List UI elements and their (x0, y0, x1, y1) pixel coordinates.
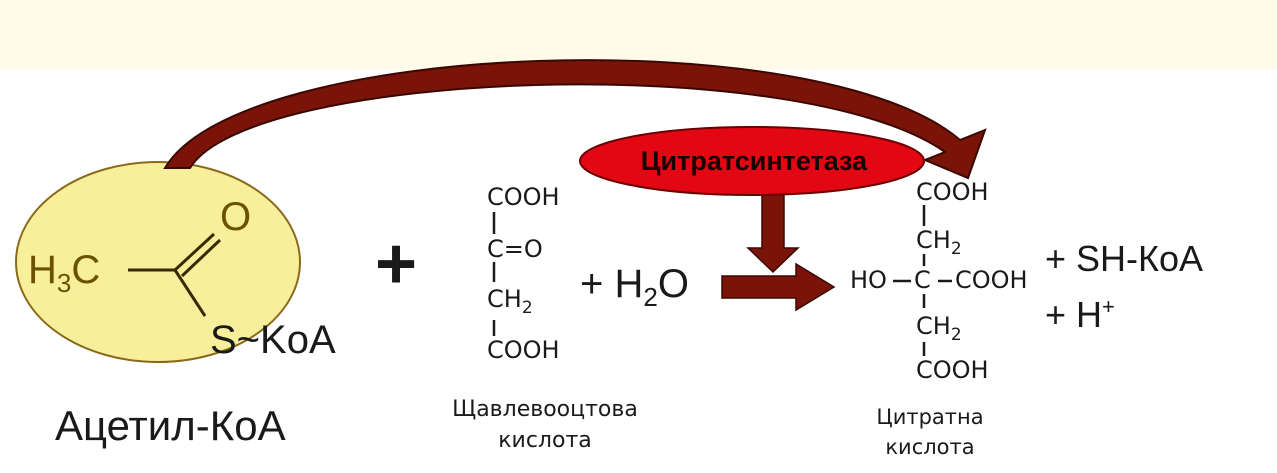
cit-ho: HO (850, 266, 887, 294)
citrate-name: Цитратна кислота (830, 405, 1030, 459)
acetyl-highlight (15, 161, 301, 363)
enzyme-label: Цитратсинтетаза (640, 146, 868, 176)
water: + H2O (580, 262, 689, 312)
oaa-ch2: CH2 (487, 285, 533, 318)
product-sh-koa: + SH-КоА (1045, 238, 1204, 279)
oxaloacetate-name: Щавлевооцтова кислота (405, 397, 685, 453)
cit-cooh-right: COOH (955, 266, 1028, 294)
acetyl-group-formula: H3C (28, 248, 100, 299)
enzyme-ellipse (579, 126, 925, 196)
c-o-double-bond-2 (180, 238, 222, 278)
enzyme-down-arrow (746, 191, 800, 274)
c-s-bond (173, 269, 207, 317)
cit-name-line2: кислота (885, 435, 975, 459)
acetyl-coa-name: Ацетил-КоА (55, 402, 286, 449)
cit-cooh-bottom: COOH (916, 356, 989, 384)
cit-ch2-top: CH2 (916, 226, 962, 259)
reaction-arrow (721, 262, 836, 312)
product-h-plus: + H+ (1045, 294, 1115, 335)
cit-center-c: C (914, 266, 931, 294)
oaa-cooh-top: COOH (487, 183, 560, 211)
cit-ch2-bottom: CH2 (916, 312, 962, 345)
thioester-koa: S~KoA (210, 318, 336, 362)
top-band (0, 0, 1277, 70)
oaa-c-eq-o: C=O (487, 235, 543, 263)
cit-name-line1: Цитратна (876, 405, 984, 429)
oaa-cooh-bottom: COOH (487, 336, 560, 364)
carbonyl-oxygen: O (220, 195, 252, 239)
oaa-name-line2: кислота (498, 428, 592, 453)
c-o-double-bond-1 (173, 232, 216, 272)
transfer-arc-arrow (163, 59, 987, 180)
plus-sign: + (375, 224, 418, 304)
cit-cooh-top: COOH (916, 178, 989, 206)
h3c-text: H3C (28, 248, 101, 298)
oaa-name-line1: Щавлевооцтова (452, 397, 638, 422)
